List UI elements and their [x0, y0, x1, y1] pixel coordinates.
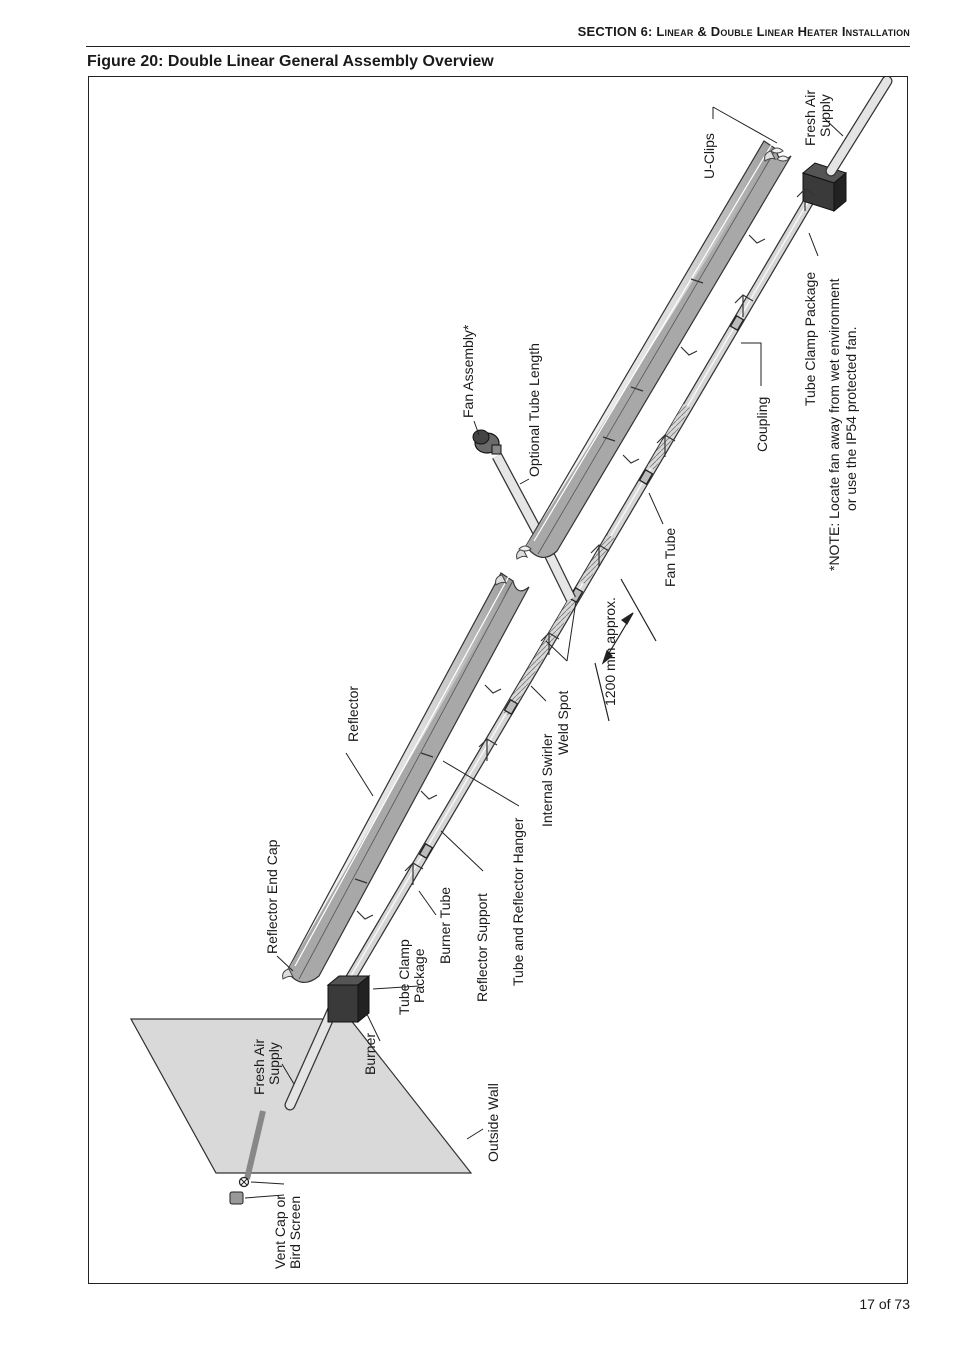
- label-fan-tube: Fan Tube: [662, 528, 678, 587]
- label-reflector: Reflector: [345, 686, 361, 742]
- section-header: SECTION 6: Linear & Double Linear Heater…: [578, 24, 910, 39]
- reflector-row-upper: [525, 140, 792, 558]
- label-internal-swirler: Internal Swirler: [539, 733, 555, 827]
- assembly-diagram: Vent Cap or Bird Screen Outside Wall Fre…: [129, 77, 893, 1269]
- u-clips: [518, 147, 790, 552]
- hangers: [404, 188, 816, 885]
- label-note-2: or use the IP54 protected fan.: [843, 327, 859, 511]
- label-outside-wall: Outside Wall: [485, 1083, 501, 1162]
- vent-cap: [229, 1110, 266, 1205]
- burner-box: [326, 974, 371, 1024]
- spacing-dimension: [594, 578, 657, 722]
- header-rule: [86, 46, 910, 47]
- fan-assembly: [472, 429, 502, 455]
- label-coupling: Coupling: [754, 397, 770, 452]
- outside-wall: [129, 1018, 473, 1174]
- label-tube-clamp-package: Tube Clamp Package: [802, 272, 818, 406]
- label-spacing: 1200 mm approx.: [602, 597, 618, 706]
- label-u-clips: U-Clips: [701, 133, 717, 179]
- label-optional-tube-length: Optional Tube Length: [526, 343, 542, 477]
- label-fresh-air-right-1: Fresh Air: [802, 90, 818, 146]
- internal-swirler: [502, 588, 582, 717]
- page-number: 17 of 73: [859, 1296, 910, 1312]
- label-fresh-air-left-2: Supply: [266, 1042, 282, 1085]
- label-tube-clamp-1: Tube Clamp: [396, 939, 412, 1015]
- label-note-1: *NOTE: Locate fan away from wet environm…: [826, 278, 842, 571]
- section-number: SECTION 6:: [577, 24, 653, 39]
- reflector-row-lower: [286, 572, 530, 983]
- label-fresh-air-left-1: Fresh Air: [251, 1039, 267, 1095]
- label-burner-tube: Burner Tube: [437, 887, 453, 964]
- label-burner: Burner: [362, 1033, 378, 1075]
- figure-frame: Vent Cap or Bird Screen Outside Wall Fre…: [88, 76, 908, 1284]
- fan-box: [801, 162, 848, 213]
- reflector-end-caps: [282, 150, 777, 980]
- label-weld-spot: Weld Spot: [555, 691, 571, 755]
- label-tube-reflector-hanger: Tube and Reflector Hanger: [510, 817, 526, 986]
- label-tube-clamp-2: Package: [411, 948, 427, 1003]
- figure-title: Figure 20: Double Linear General Assembl…: [87, 53, 494, 70]
- leader-lines: [244, 106, 844, 1199]
- label-vent-cap-1: Vent Cap or: [272, 1195, 288, 1269]
- label-fresh-air-right-2: Supply: [817, 94, 833, 137]
- reflector-supports: [356, 234, 766, 920]
- label-fan-assembly: Fan Assembly*: [460, 324, 476, 418]
- section-title: Linear & Double Linear Heater Installati…: [656, 24, 910, 39]
- label-vent-cap-2: Bird Screen: [287, 1196, 303, 1269]
- label-reflector-end-cap: Reflector End Cap: [264, 839, 280, 954]
- label-reflector-support: Reflector Support: [474, 893, 490, 1002]
- diagram-labels: Vent Cap or Bird Screen Outside Wall Fre…: [251, 90, 859, 1269]
